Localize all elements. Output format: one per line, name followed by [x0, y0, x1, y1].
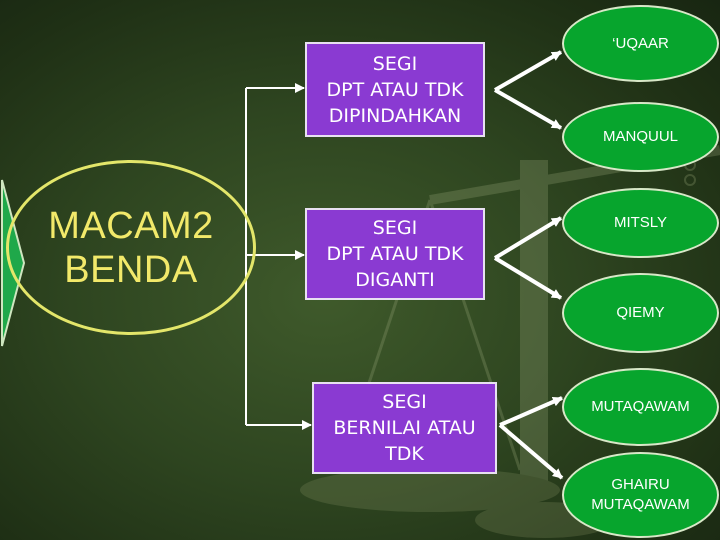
category-label-movable: SEGI DPT ATAU TDK DIPINDAHKAN	[326, 52, 464, 127]
oval-mitsly: MITSLY	[562, 188, 719, 258]
oval-label-ghairu-mutaqawam: GHAIRU MUTAQAWAM	[591, 476, 690, 513]
arrow-to-manquul	[494, 88, 562, 130]
category-box-valuable: SEGI BERNILAI ATAU TDK	[312, 382, 497, 474]
oval-qiemy: QIEMY	[562, 273, 719, 353]
oval-uqaar: ‘UQAAR	[562, 5, 719, 82]
oval-ghairu-mutaqawam: GHAIRU MUTAQAWAM	[562, 452, 719, 538]
oval-mutaqawam: MUTAQAWAM	[562, 368, 719, 446]
oval-manquul: MANQUUL	[562, 102, 719, 172]
category-label-valuable: SEGI BERNILAI ATAU TDK	[333, 391, 476, 465]
arrow-to-mutaqawam	[499, 396, 563, 427]
arrow-to-qiemy	[493, 256, 563, 300]
main-concept-ellipse: MACAM2 BENDA	[6, 160, 256, 335]
oval-label-mitsly: MITSLY	[613, 214, 668, 231]
category-box-movable: SEGI DPT ATAU TDK DIPINDAHKAN	[305, 42, 485, 137]
arrow-to-ghairu-mutaqawam	[498, 423, 564, 480]
oval-label-uqaar: ‘UQAAR	[612, 34, 669, 52]
oval-label-manquul: MANQUUL	[602, 128, 678, 145]
category-label-replaceable: SEGI DPT ATAU TDK DIGANTI	[326, 217, 464, 291]
category-box-replaceable: SEGI DPT ATAU TDK DIGANTI	[305, 208, 485, 300]
arrow-to-uqaar	[494, 50, 562, 92]
oval-label-qiemy: QIEMY	[616, 304, 665, 321]
arrow-to-mitsly	[493, 216, 563, 260]
oval-label-mutaqawam: MUTAQAWAM	[591, 398, 690, 415]
main-concept-title: MACAM2 BENDA	[48, 204, 214, 291]
